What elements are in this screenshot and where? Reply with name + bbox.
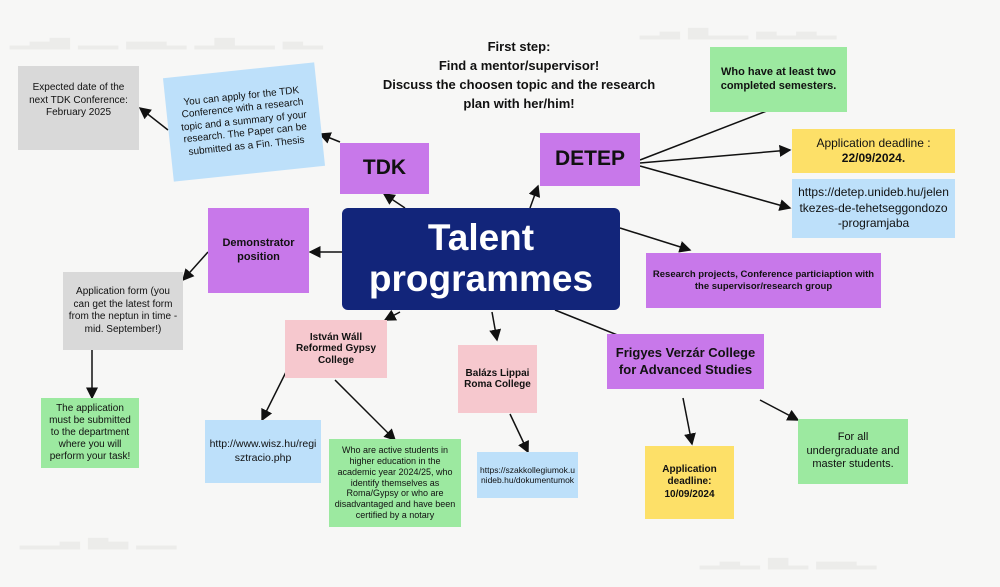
box-wall-eligibility: Who are active students in higher educat… (329, 439, 461, 527)
central-node-talent-programmes: Talent programmes (342, 208, 620, 310)
box-tdk-apply: You can apply for the TDK Conference wit… (162, 62, 326, 182)
lippai-url-link[interactable]: https://szakkollegiumok.unideb.hu/dokume… (480, 464, 575, 485)
link-center-wall (383, 309, 401, 321)
box-detep-deadline: Application deadline : 22/09/2024. (792, 129, 955, 173)
box-detep-research: Research projects, Conference particiapt… (646, 253, 881, 308)
link-wall-who (334, 379, 397, 442)
first-step-line-4: plan with her/him! (463, 95, 575, 111)
box-wall-url[interactable]: http://www.wisz.hu/regisztracio.php (205, 420, 321, 483)
detep-deadline-label: Application deadline : (816, 136, 931, 150)
wall-url-link[interactable]: http://www.wisz.hu/regisztracio.php (209, 438, 317, 464)
box-demo-application-form: Application form (you can get the latest… (63, 272, 183, 350)
link-detep-deadline (639, 144, 792, 164)
node-wall-gypsy-college: István Wáll Reformed Gypsy College (285, 320, 387, 378)
link-verzar-deadline (682, 397, 696, 446)
first-step-line-2: Find a mentor/supervisor! (438, 57, 600, 73)
box-verzar-deadline: Application deadline: 10/09/2024 (645, 446, 734, 519)
link-detep-url (639, 165, 792, 211)
box-lippai-url[interactable]: https://szakkollegiumok.unideb.hu/dokume… (477, 452, 578, 498)
detep-deadline-date: 22/09/2024. (841, 151, 906, 165)
box-tdk-expected-date: Expected date of the next TDK Conference… (18, 66, 139, 150)
link-wall-url (261, 369, 288, 422)
node-tdk: TDK (340, 143, 429, 194)
node-detep: DETEP (540, 133, 640, 186)
node-lippai-roma-college: Balázs Lippai Roma College (458, 345, 537, 413)
box-verzar-all-students: For all undergraduate and master student… (798, 419, 908, 484)
first-step-line-1: First step: (487, 39, 551, 54)
central-title: Talent programmes (368, 217, 594, 299)
box-demo-submit: The application must be submitted to the… (41, 398, 139, 468)
link-center-detep (528, 184, 541, 209)
detep-url-link[interactable]: https://detep.unideb.hu/jelentkezes-de-t… (798, 185, 949, 231)
node-verzar-college: Frigyes Verzár College for Advanced Stud… (607, 334, 764, 389)
link-center-research (619, 227, 692, 253)
link-verzar-all (759, 399, 800, 421)
first-step-text: First step: Find a mentor/supervisor! Di… (360, 38, 678, 113)
link-apply-expected (138, 107, 169, 131)
first-step-line-3: Discuss the choosen topic and the resear… (382, 76, 656, 92)
box-detep-url[interactable]: https://detep.unideb.hu/jelentkezes-de-t… (792, 179, 955, 238)
link-center-tdk (382, 193, 406, 209)
link-demo-form (182, 251, 209, 282)
box-detep-semesters: Who have at least two completed semester… (710, 47, 847, 112)
link-tdk-apply (318, 132, 341, 144)
link-lippai-url (509, 413, 529, 454)
link-center-lippai (489, 311, 502, 342)
node-demonstrator: Demonstrator position (208, 208, 309, 293)
